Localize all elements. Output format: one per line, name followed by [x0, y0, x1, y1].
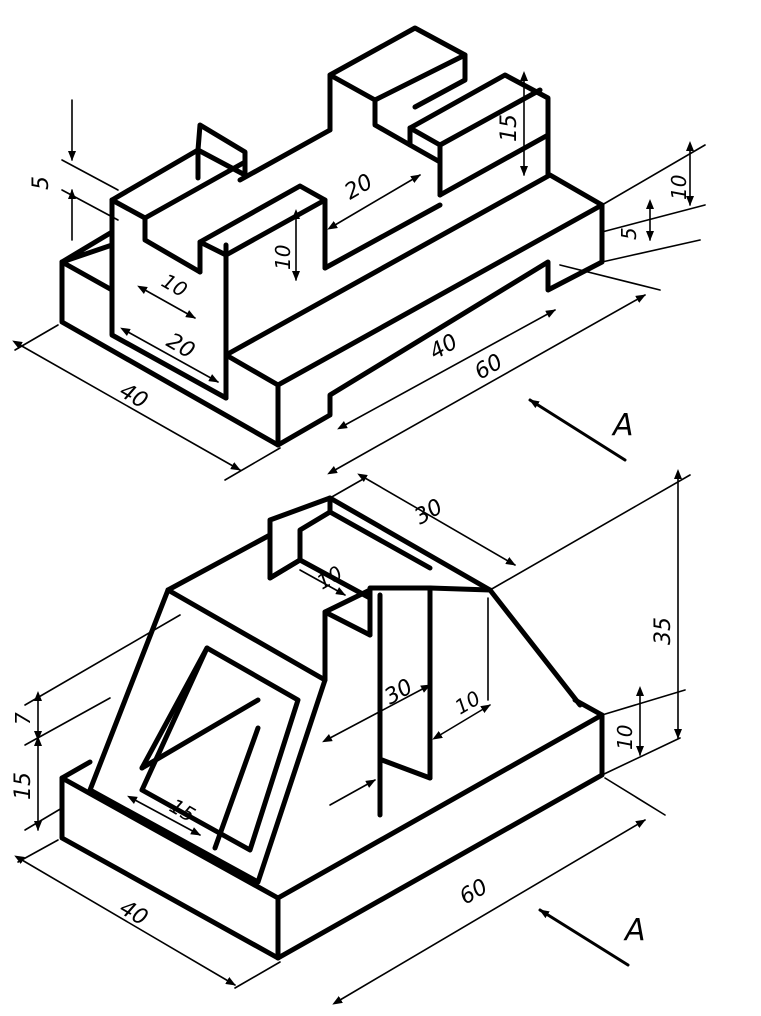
figure-1-dim-10-right: 10 [667, 175, 691, 200]
figure-1-dim-10-mid: 10 [271, 245, 295, 270]
figure-2-dim-10-base: 10 [613, 725, 637, 750]
figure-2-dimension-lines [14, 469, 691, 1005]
figure-1-view-direction-arrow: A [528, 398, 634, 462]
figure-2-dim-7-left: 7 [11, 712, 35, 725]
figure-2-dim-60-length: 60 [456, 875, 493, 911]
figure-2-dim-30-top: 30 [411, 495, 448, 531]
figure-2-bracket-block: 30 10 35 30 10 10 7 15 15 40 60 A [11, 469, 691, 1005]
figure-2-dim-10-mid: 10 [451, 686, 485, 720]
figure-1-fixture-block: 5 10 20 40 20 10 15 10 5 40 60 A [12, 25, 706, 481]
figure-1-dim-20-slot: 20 [162, 329, 199, 365]
figure-1-dim-15-right: 15 [497, 114, 522, 142]
figure-2-dim-40-depth: 40 [115, 896, 152, 932]
figure-2-dim-30-mid: 30 [381, 675, 418, 711]
figure-2-window-frame [87, 587, 433, 885]
figure-2-view-label: A [623, 913, 646, 948]
figure-2-view-direction-arrow: A [538, 908, 646, 967]
figure-2-dim-15-window: 15 [166, 794, 200, 828]
figure-2-dim-15-left: 15 [11, 772, 36, 800]
figure-2-slotted-top-block [165, 495, 583, 818]
figure-1-dim-60-length: 60 [471, 350, 508, 386]
figure-1-dim-10-tab: 10 [158, 269, 192, 303]
figure-1-dim-5-right: 5 [617, 227, 641, 240]
figure-1-view-label: A [611, 408, 634, 443]
figure-2-dim-10-slot: 10 [313, 561, 347, 595]
figure-2-dim-35-height: 35 [651, 617, 676, 645]
figure-1-right-upright [237, 25, 551, 271]
figure-1-dim-5: 5 [29, 176, 54, 190]
figure-1-dim-20-mid: 20 [341, 170, 378, 206]
figure-1-dimension-text: 5 10 20 40 20 10 15 10 5 40 60 [29, 114, 691, 414]
figure-1-dimension-lines [12, 71, 706, 481]
figure-1-dim-40-depth: 40 [115, 379, 152, 415]
